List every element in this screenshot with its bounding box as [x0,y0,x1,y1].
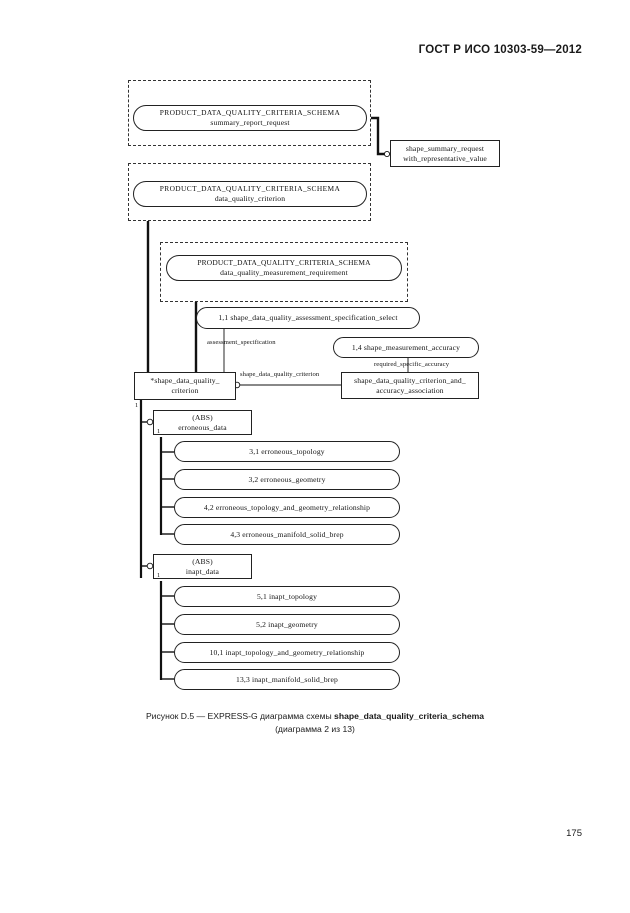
node-label-line1: shape_summary_request [405,143,485,153]
edge-label-required-specific-accuracy: required_specific_accuracy [374,361,450,368]
node-erroneous-subtype[interactable]: 3,2 erroneous_geometry [174,469,400,490]
schema-boundary-data-quality-measurement-requirement [160,242,408,302]
node-shape-data-quality-criterion-root[interactable]: *shape_data_quality_ criterion [134,372,236,400]
node-data-quality-criterion[interactable]: PRODUCT_DATA_QUALITY_CRITERIA_SCHEMA dat… [133,181,367,207]
node-shape-data-quality-assessment-specification-select[interactable]: 1,1 shape_data_quality_assessment_specif… [196,307,420,329]
figure-caption-prefix: Рисунок D.5 — EXPRESS-G диаграмма схемы [145,711,335,721]
node-label: 1,4 shape_measurement_accuracy [351,342,461,352]
figure-caption-schema-name: shape_data_quality_criteria_schema [334,711,485,721]
edge-label-assessment-specification: assessment_specification [207,339,276,346]
node-erroneous-data[interactable]: (ABS) erroneous_data [153,410,252,435]
abstract-marker-label: (ABS) [192,556,213,566]
entity-name-label: summary_report_request [210,117,290,127]
node-inapt-data[interactable]: (ABS) inapt_data [153,554,252,579]
edge-label-shape-data-quality-criterion: shape_data_quality_criterion [240,371,320,378]
node-inapt-subtype[interactable]: 13,3 inapt_manifold_solid_brep [174,669,400,690]
node-data-quality-measurement-requirement[interactable]: PRODUCT_DATA_QUALITY_CRITERIA_SCHEMA dat… [166,255,402,281]
node-label: 4,2 erroneous_topology_and_geometry_rela… [203,502,371,512]
node-inapt-subtype[interactable]: 5,1 inapt_topology [174,586,400,607]
node-label: 13,3 inapt_manifold_solid_brep [236,674,338,684]
node-label-line1: shape_data_quality_criterion_and_ [354,375,466,385]
entity-name-label: data_quality_criterion [214,193,286,203]
node-inapt-subtype[interactable]: 10,1 inapt_topology_and_geometry_relatio… [174,642,400,663]
schema-name-label: PRODUCT_DATA_QUALITY_CRITERIA_SCHEMA [197,258,371,268]
abstract-marker-label: (ABS) [192,412,213,422]
node-label: 3,2 erroneous_geometry [248,474,326,484]
node-label-line1: *shape_data_quality_ [150,376,220,386]
node-erroneous-subtype[interactable]: 3,1 erroneous_topology [174,441,400,462]
node-label: erroneous_data [178,422,227,432]
schema-boundary-data-quality-criterion [128,163,371,221]
node-label: 3,1 erroneous_topology [249,446,325,456]
document-header-standard-number: ГОСТ Р ИСО 10303-59—2012 [418,44,582,56]
page-number: 175 [566,828,582,839]
node-label: 1,1 shape_data_quality_assessment_specif… [218,313,398,323]
figure-caption: Рисунок D.5 — EXPRESS-G диаграмма схемы … [0,710,630,736]
multiplicity-root: 1 [135,402,139,409]
node-label: 5,2 inapt_geometry [256,619,318,629]
node-label-line2: accuracy_association [376,385,444,395]
schema-name-label: PRODUCT_DATA_QUALITY_CRITERIA_SCHEMA [159,184,341,194]
node-label: inapt_data [185,566,220,576]
schema-name-label: PRODUCT_DATA_QUALITY_CRITERIA_SCHEMA [159,108,341,118]
node-shape-data-quality-criterion-and-accuracy-association[interactable]: shape_data_quality_criterion_and_ accura… [341,372,479,399]
node-label-line2: criterion [171,386,199,395]
schema-boundary-summary-report-request [128,80,371,146]
figure-caption-subtitle: (диаграмма 2 из 13) [275,723,355,734]
entity-name-label: data_quality_measurement_requirement [220,267,348,277]
node-inapt-subtype[interactable]: 5,2 inapt_geometry [174,614,400,635]
node-summary-report-request[interactable]: PRODUCT_DATA_QUALITY_CRITERIA_SCHEMA sum… [133,105,367,131]
node-label: 10,1 inapt_topology_and_geometry_relatio… [209,647,365,657]
node-label-line2: with_representative_value [403,153,487,163]
express-g-diagram: PRODUCT_DATA_QUALITY_CRITERIA_SCHEMA sum… [128,80,500,690]
node-shape-measurement-accuracy[interactable]: 1,4 shape_measurement_accuracy [333,337,479,358]
node-label: 4,3 erroneous_manifold_solid_brep [230,529,344,539]
node-shape-summary-request-with-representative-value[interactable]: shape_summary_request with_representativ… [390,140,500,167]
multiplicity-inapt: 1 [157,572,161,579]
node-erroneous-subtype[interactable]: 4,3 erroneous_manifold_solid_brep [174,524,400,545]
node-label: 5,1 inapt_topology [256,591,318,601]
multiplicity-erroneous: 1 [157,428,161,435]
node-erroneous-subtype[interactable]: 4,2 erroneous_topology_and_geometry_rela… [174,497,400,518]
